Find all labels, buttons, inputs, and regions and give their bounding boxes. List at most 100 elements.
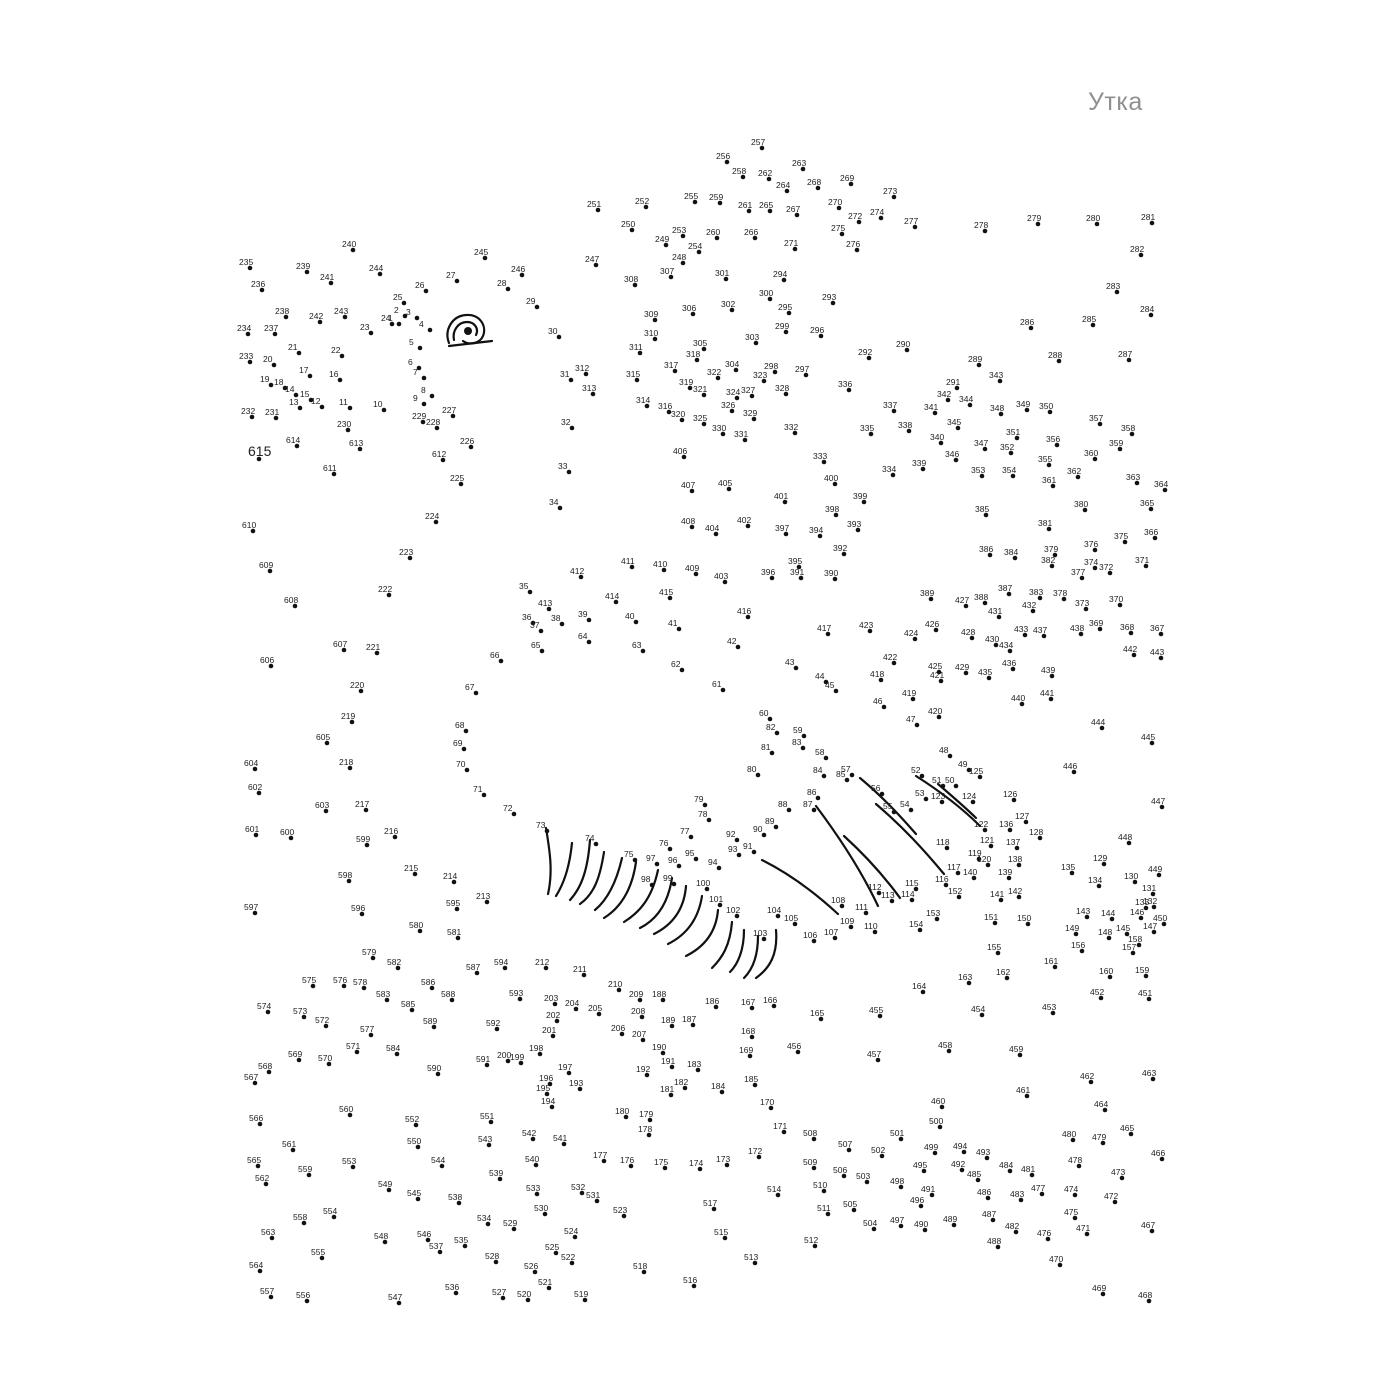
dot-point[interactable] <box>464 767 470 773</box>
dot-7[interactable]: 7 <box>413 367 427 381</box>
dot-580[interactable]: 580 <box>409 920 423 934</box>
dot-131[interactable]: 131 <box>1142 883 1156 897</box>
dot-68[interactable]: 68 <box>455 720 469 734</box>
dot-point[interactable] <box>412 871 418 877</box>
dot-point[interactable] <box>290 1147 296 1153</box>
dot-314[interactable]: 314 <box>636 395 650 409</box>
dot-point[interactable] <box>986 675 992 681</box>
dot-point[interactable] <box>288 835 294 841</box>
dot-585[interactable]: 585 <box>401 999 415 1013</box>
dot-364[interactable]: 364 <box>1154 479 1168 493</box>
dot-396[interactable]: 396 <box>761 567 775 581</box>
dot-point[interactable] <box>250 528 256 534</box>
dot-point[interactable] <box>923 796 929 802</box>
dot-point[interactable] <box>773 824 779 830</box>
dot-point[interactable] <box>417 345 423 351</box>
dot-264[interactable]: 264 <box>776 180 790 194</box>
dot-point[interactable] <box>846 1147 852 1153</box>
dot-391[interactable]: 391 <box>790 567 804 581</box>
dot-point[interactable] <box>1052 964 1058 970</box>
dot-475[interactable]: 475 <box>1064 1207 1078 1221</box>
dot-point[interactable] <box>752 235 758 241</box>
dot-158[interactable]: 158 <box>1128 934 1142 948</box>
dot-point[interactable] <box>549 1104 555 1110</box>
dot-point[interactable] <box>928 596 934 602</box>
dot-point[interactable] <box>579 1190 585 1196</box>
dot-point[interactable] <box>1061 596 1067 602</box>
dot-point[interactable] <box>667 595 673 601</box>
dot-494[interactable]: 494 <box>953 1141 967 1155</box>
dot-point[interactable] <box>767 296 773 302</box>
dot-82[interactable]: 82 <box>766 722 780 736</box>
dot-point[interactable] <box>1094 221 1100 227</box>
dot-394[interactable]: 394 <box>809 525 823 539</box>
dot-358[interactable]: 358 <box>1121 423 1135 437</box>
dot-point[interactable] <box>1117 446 1123 452</box>
dot-217[interactable]: 217 <box>355 799 369 813</box>
dot-181[interactable]: 181 <box>660 1084 674 1098</box>
dot-507[interactable]: 507 <box>838 1139 852 1153</box>
dot-point[interactable] <box>628 1163 634 1169</box>
dot-413[interactable]: 413 <box>538 598 552 612</box>
dot-542[interactable]: 542 <box>522 1128 536 1142</box>
dot-19[interactable]: 19 <box>260 374 274 388</box>
dot-point[interactable] <box>1078 631 1084 637</box>
dot-76[interactable]: 76 <box>659 838 673 852</box>
dot-point[interactable] <box>1148 506 1154 512</box>
dot-point[interactable] <box>823 679 829 685</box>
dot-312[interactable]: 312 <box>575 363 589 377</box>
dot-559[interactable]: 559 <box>298 1164 312 1178</box>
dot-242[interactable]: 242 <box>309 311 323 325</box>
dot-point[interactable] <box>953 783 959 789</box>
dot-95[interactable]: 95 <box>685 848 699 862</box>
dot-point[interactable] <box>652 317 658 323</box>
dot-86[interactable]: 86 <box>807 787 821 801</box>
dot-point[interactable] <box>891 194 897 200</box>
dot-point[interactable] <box>723 276 729 282</box>
dot-452[interactable]: 452 <box>1090 987 1104 1001</box>
dot-260[interactable]: 260 <box>706 227 720 241</box>
dot-215[interactable]: 215 <box>404 863 418 877</box>
dot-532[interactable]: 532 <box>571 1182 585 1196</box>
dot-point[interactable] <box>415 1144 421 1150</box>
dot-point[interactable] <box>866 355 872 361</box>
dot-169[interactable]: 169 <box>739 1045 753 1059</box>
dot-point[interactable] <box>1006 875 1012 881</box>
dot-point[interactable] <box>370 955 376 961</box>
dot-210[interactable]: 210 <box>608 979 622 993</box>
dot-point[interactable] <box>671 881 677 887</box>
dot-601[interactable]: 601 <box>245 824 259 838</box>
dot-127[interactable]: 127 <box>1015 811 1029 825</box>
dot-316[interactable]: 316 <box>658 401 672 415</box>
dot-point[interactable] <box>629 564 635 570</box>
dot-point[interactable] <box>1052 552 1058 558</box>
dot-576[interactable]: 576 <box>333 975 347 989</box>
dot-151[interactable]: 151 <box>984 912 998 926</box>
dot-304[interactable]: 304 <box>725 359 739 373</box>
dot-point[interactable] <box>711 1206 717 1212</box>
dot-point[interactable] <box>310 983 316 989</box>
dot-208[interactable]: 208 <box>631 1006 645 1020</box>
dot-380[interactable]: 380 <box>1074 499 1088 513</box>
dot-381[interactable]: 381 <box>1038 518 1052 532</box>
dot-147[interactable]: 147 <box>1143 921 1157 935</box>
dot-162[interactable]: 162 <box>996 967 1010 981</box>
dot-point[interactable] <box>1007 648 1013 654</box>
dot-102[interactable]: 102 <box>726 905 740 919</box>
dot-301[interactable]: 301 <box>715 268 729 282</box>
dot-363[interactable]: 363 <box>1126 472 1140 486</box>
dot-point[interactable] <box>468 444 474 450</box>
dot-point[interactable] <box>1088 1079 1094 1085</box>
dot-233[interactable]: 233 <box>239 351 253 365</box>
dot-point[interactable] <box>649 882 655 888</box>
dot-point[interactable] <box>729 408 735 414</box>
dot-point[interactable] <box>363 807 369 813</box>
dot-point[interactable] <box>532 1269 538 1275</box>
dot-point[interactable] <box>854 247 860 253</box>
dot-point[interactable] <box>566 469 572 475</box>
dot-117[interactable]: 117 <box>947 862 961 876</box>
dot-point[interactable] <box>434 425 440 431</box>
dot-point[interactable] <box>245 331 251 337</box>
dot-point[interactable] <box>1162 487 1168 493</box>
dot-347[interactable]: 347 <box>974 438 988 452</box>
